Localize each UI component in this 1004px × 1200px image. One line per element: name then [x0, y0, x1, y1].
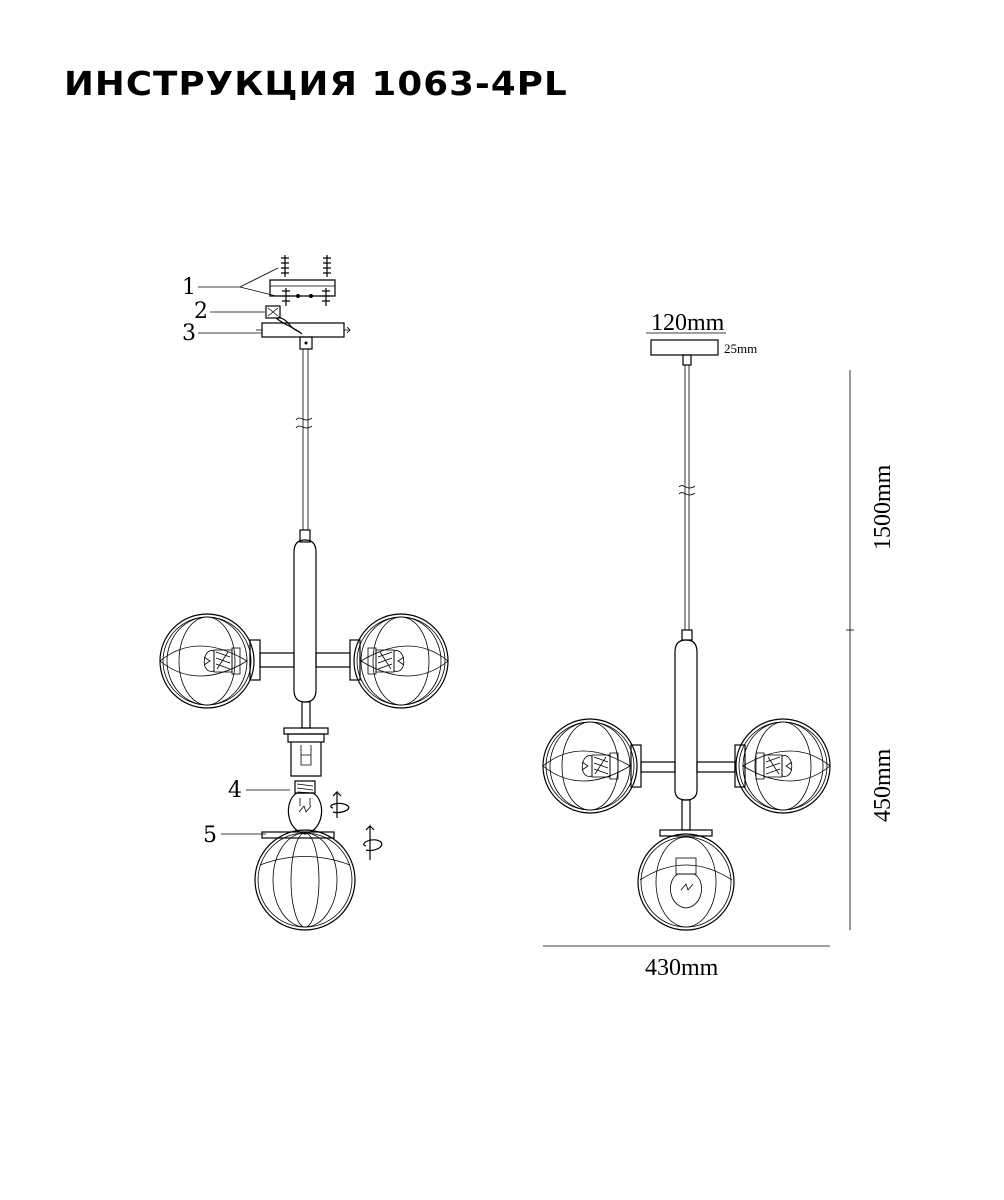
svg-text:4: 4	[228, 778, 242, 803]
bottom-shade	[254, 829, 356, 931]
canopy-front	[650, 339, 719, 356]
svg-text:450mm: 450mm	[870, 748, 896, 822]
canopy	[256, 322, 351, 350]
svg-text:1: 1	[182, 275, 196, 300]
left-shade-assembled	[159, 613, 261, 709]
rotate-arrow-shade-icon	[363, 824, 383, 860]
exploded-view: 1 2 3 4 5	[159, 255, 449, 931]
part-label-5: 5	[203, 823, 266, 848]
screws-and-bracket	[269, 255, 336, 306]
part-label-1: 1	[182, 267, 279, 300]
light-bulb	[287, 780, 323, 835]
assembled-right-shade	[734, 718, 831, 814]
assembled-view: 120mm 25mm 1500mm 450mm 430mm	[542, 310, 896, 981]
svg-text:120mm: 120mm	[651, 310, 725, 336]
cable	[295, 349, 313, 530]
assembled-bottom-shade	[637, 799, 735, 931]
svg-text:25mm: 25mm	[724, 341, 757, 356]
rotate-arrow-bulb-icon	[330, 790, 350, 818]
svg-text:5: 5	[203, 823, 217, 848]
svg-text:430mm: 430mm	[645, 955, 719, 981]
part-label-2: 2	[194, 299, 265, 324]
assembled-left-shade	[542, 718, 642, 814]
dimension-vertical: 1500mm 450mm	[846, 370, 896, 930]
terminal-block	[265, 305, 303, 335]
svg-text:2: 2	[194, 299, 208, 324]
page-title: ИНСТРУКЦИЯ 1063-4PL	[64, 64, 568, 103]
central-body	[259, 529, 351, 777]
svg-text:3: 3	[182, 321, 196, 346]
dimension-canopy-height: 25mm	[724, 341, 757, 356]
dimension-canopy-width: 120mm	[646, 310, 726, 336]
part-label-3: 3	[182, 321, 262, 346]
dimension-total-width: 430mm	[543, 945, 830, 981]
right-shade-assembled	[349, 613, 449, 709]
part-label-4: 4	[228, 778, 290, 803]
svg-text:1500mm: 1500mm	[870, 464, 896, 550]
